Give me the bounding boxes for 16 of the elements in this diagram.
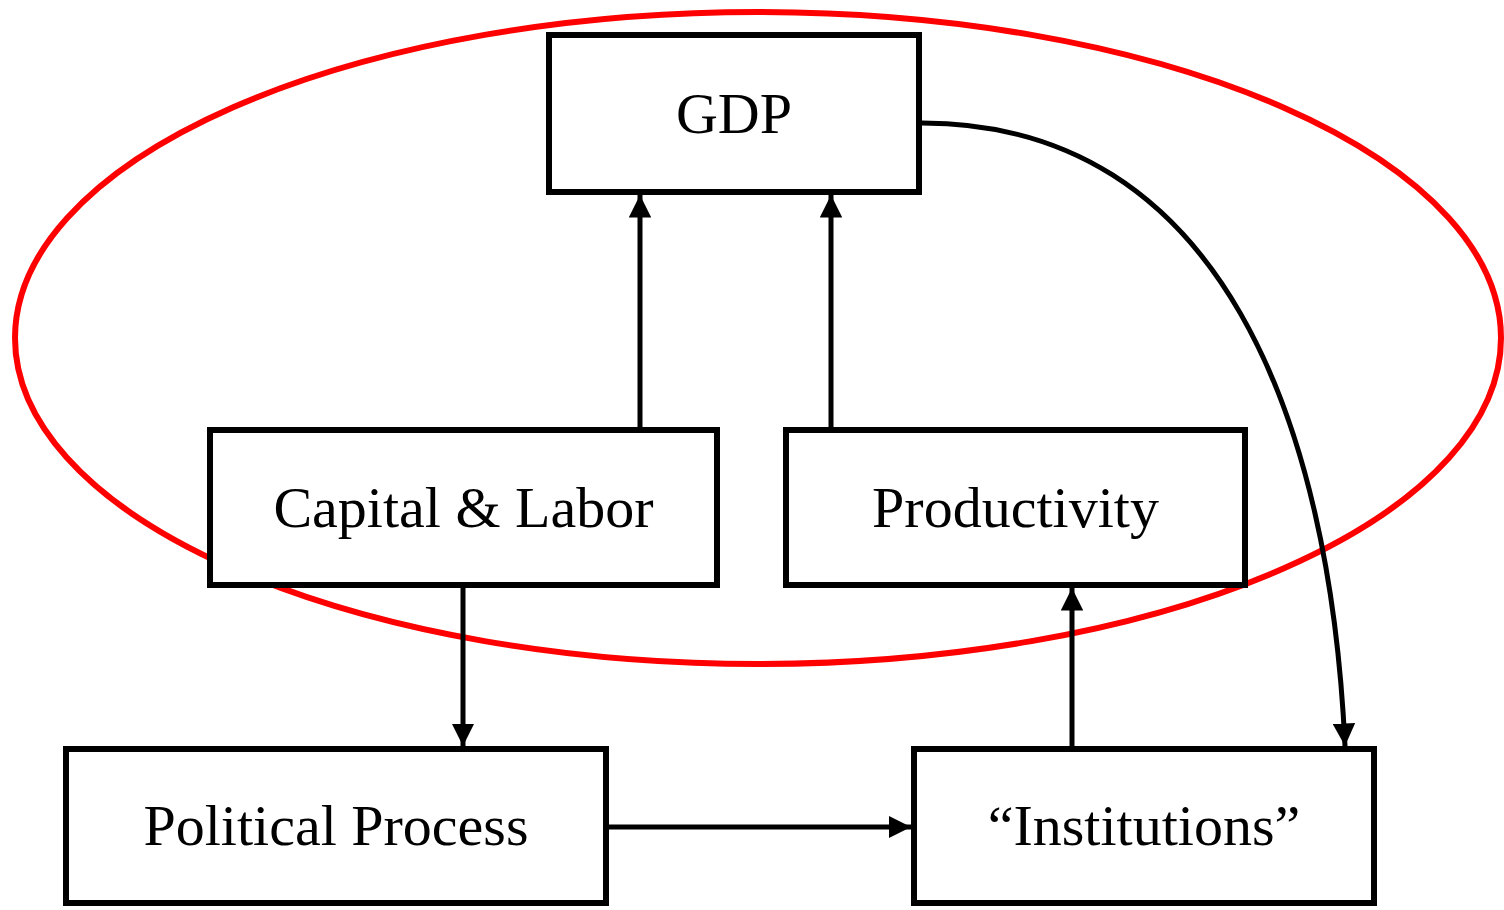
process-box	[546, 32, 922, 195]
arrow	[921, 120, 1355, 747]
process-box	[911, 746, 1377, 906]
box-label: “Institutions”	[987, 797, 1301, 855]
process-box	[63, 746, 609, 906]
arrow	[1060, 588, 1084, 746]
arrow	[451, 588, 475, 746]
box-label: GDP	[676, 84, 792, 143]
arrow	[609, 815, 911, 839]
process-box	[207, 427, 720, 588]
arrow	[628, 195, 652, 427]
box-label: Political Process	[143, 797, 529, 855]
box-label: Productivity	[872, 478, 1159, 537]
arrow	[819, 195, 843, 427]
process-box	[783, 427, 1248, 588]
box-label: Capital & Labor	[273, 478, 654, 537]
